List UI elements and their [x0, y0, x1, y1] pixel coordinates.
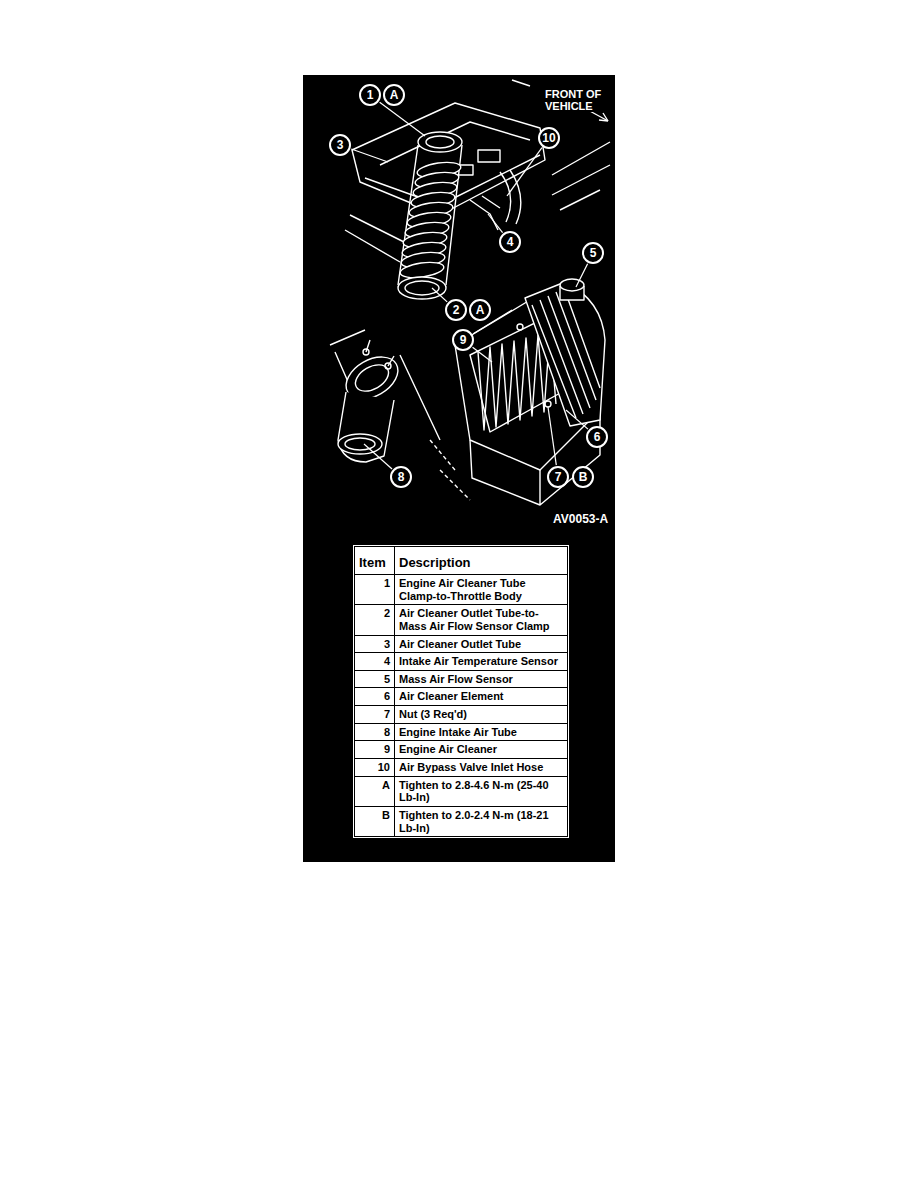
callout-number: 9 [460, 334, 467, 346]
table-cell: 4 [355, 653, 394, 670]
leader-line [380, 102, 425, 136]
table-cell: 6 [355, 688, 394, 705]
sensor-block [478, 150, 500, 162]
table-cell: Engine Air Cleaner Tube Clamp-to-Throttl… [395, 575, 567, 604]
callout-circle: B [572, 466, 594, 488]
table-header: Description [395, 547, 567, 574]
table-cell: 2 [355, 605, 394, 634]
callout-circle: 6 [586, 426, 608, 448]
air-cleaner-lid [525, 282, 605, 426]
screw [366, 340, 394, 366]
table-cell: Engine Air Cleaner [395, 741, 567, 758]
tube-end [426, 136, 454, 148]
lid-ribs [532, 288, 600, 418]
table-cell: Air Cleaner Outlet Tube [395, 636, 567, 653]
table-cell: 9 [355, 741, 394, 758]
sensor-body [470, 196, 500, 230]
callout-number: 8 [398, 471, 405, 483]
callout-number: 2 [453, 304, 460, 316]
leader-line [507, 148, 542, 196]
callout-circle: 5 [582, 242, 604, 264]
table-cell: Tighten to 2.8-4.6 N-m (25-40 Lb-In) [395, 777, 567, 806]
callout-number: 4 [507, 236, 514, 248]
intake-flange [351, 359, 393, 396]
intake-tube-end [338, 434, 382, 454]
callout-number: 7 [555, 471, 562, 483]
callout-circle: A [469, 299, 491, 321]
table-cell: Engine Intake Air Tube [395, 724, 567, 741]
callout-circle: 1 [359, 84, 381, 106]
table-cell: Air Bypass Valve Inlet Hose [395, 759, 567, 776]
table-cell: 8 [355, 724, 394, 741]
table-header: Item [355, 547, 394, 574]
callout-number: A [476, 304, 485, 316]
callout-circle: 8 [390, 466, 412, 488]
tube-corrugation [399, 160, 462, 280]
table-cell: 1 [355, 575, 394, 604]
callout-circle: 7 [547, 466, 569, 488]
callout-circle: A [383, 84, 405, 106]
callout-number: B [579, 471, 588, 483]
table-cell: Air Cleaner Outlet Tube-to-Mass Air Flow… [395, 605, 567, 634]
table-cell: Air Cleaner Element [395, 688, 567, 705]
figure-code: AV0053-A [553, 512, 613, 526]
leader-line [566, 410, 588, 429]
nut [545, 401, 551, 407]
direction-line [512, 80, 530, 86]
arrow-head [599, 113, 608, 121]
callout-number: 1 [367, 89, 374, 101]
tube-outline [398, 145, 462, 285]
callout-circle: 9 [452, 329, 474, 351]
tube-opening [398, 277, 446, 299]
callout-circle: 4 [499, 231, 521, 253]
table-cell: Tighten to 2.0-2.4 N-m (18-21 Lb-In) [395, 807, 567, 836]
table-cell: Nut (3 Req'd) [395, 706, 567, 723]
engine-lines [552, 142, 610, 210]
leader-line [432, 288, 447, 302]
intake-tube-end [345, 438, 375, 450]
nut [517, 324, 523, 330]
table-cell: 5 [355, 671, 394, 688]
callout-circle: 3 [329, 134, 351, 156]
leader-line [473, 347, 492, 362]
table-cell: Intake Air Temperature Sensor [395, 653, 567, 670]
callout-circle: 2 [445, 299, 467, 321]
tube-opening [405, 281, 439, 295]
table-cell: 7 [355, 706, 394, 723]
table-cell: 10 [355, 759, 394, 776]
callout-number: 3 [337, 139, 344, 151]
manifold-edge [380, 122, 530, 165]
table-cell: Mass Air Flow Sensor [395, 671, 567, 688]
direction-note: FRONT OF VEHICLE [545, 88, 611, 112]
callout-number: 6 [594, 431, 601, 443]
callout-circle: 10 [538, 127, 560, 149]
callout-number: A [390, 89, 399, 101]
leader-line [351, 149, 388, 162]
intake-manifold [352, 103, 545, 215]
intake-air-tube [338, 392, 394, 462]
callout-number: 10 [542, 132, 555, 144]
leader-line [548, 407, 556, 465]
maf-sensor [560, 279, 584, 291]
table-cell: A [355, 777, 394, 806]
leader-line [364, 444, 392, 469]
callout-number: 5 [590, 247, 597, 259]
parts-table: ItemDescription1Engine Air Cleaner Tube … [353, 545, 569, 838]
table-cell: B [355, 807, 394, 836]
leader-line [488, 214, 503, 233]
bypass-hose [500, 170, 521, 224]
table-cell: 3 [355, 636, 394, 653]
leader-line [576, 264, 588, 287]
assembly-line [430, 440, 470, 500]
